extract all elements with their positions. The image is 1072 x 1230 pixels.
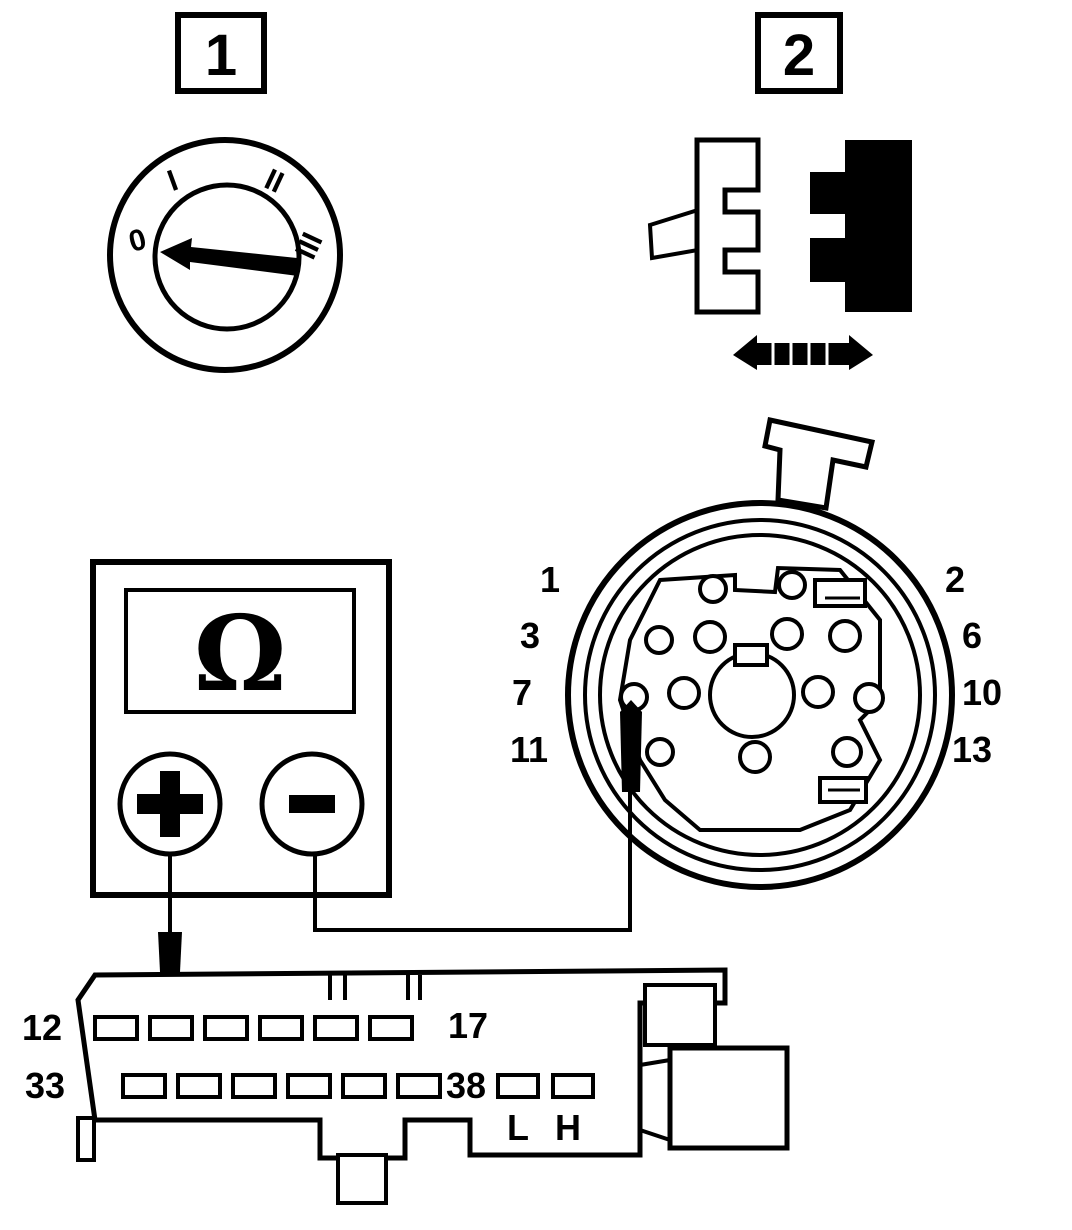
slot-label-17: 17 xyxy=(448,1005,488,1046)
step-1-badge: 1 xyxy=(175,12,267,94)
step-1-number: 1 xyxy=(205,23,237,88)
step-2-number: 2 xyxy=(783,23,815,88)
pin-label-3: 3 xyxy=(520,615,540,656)
multimeter-display xyxy=(124,588,356,714)
pin-label-6: 6 xyxy=(962,615,982,656)
pin-label-11: 11 xyxy=(510,729,548,770)
dial-pointer-arrow xyxy=(160,238,298,276)
pin-label-7: 7 xyxy=(512,672,532,713)
pin-label-2: 2 xyxy=(945,559,965,600)
slot-label-33: 33 xyxy=(25,1065,65,1106)
top-row-slots xyxy=(93,1015,414,1041)
round-connector xyxy=(565,417,955,890)
pin-holes xyxy=(619,570,885,774)
ohm-symbol: Ω xyxy=(194,592,287,715)
control-unit-connector xyxy=(75,967,790,1205)
connector-separation xyxy=(647,137,912,370)
pin-label-10: 10 xyxy=(962,672,1002,713)
multimeter: Ω xyxy=(90,559,392,898)
slot-label-12: 12 xyxy=(22,1007,62,1048)
pin-label-1: 1 xyxy=(540,559,560,600)
slot-label-L: L xyxy=(507,1107,529,1148)
slot-label-H: H xyxy=(555,1107,581,1148)
separation-arrow xyxy=(733,335,873,370)
plug-half-left xyxy=(694,137,761,315)
fan-speed-dial: 0 I II III xyxy=(107,137,343,373)
positive-terminal xyxy=(117,751,223,857)
negative-terminal xyxy=(259,751,365,857)
bottom-row-slots xyxy=(121,1073,595,1099)
plug-half-right xyxy=(810,140,912,312)
slot-label-38: 38 xyxy=(446,1065,486,1106)
pin-label-13: 13 xyxy=(952,729,992,770)
step-2-badge: 2 xyxy=(755,12,843,94)
negative-probe xyxy=(620,700,642,792)
